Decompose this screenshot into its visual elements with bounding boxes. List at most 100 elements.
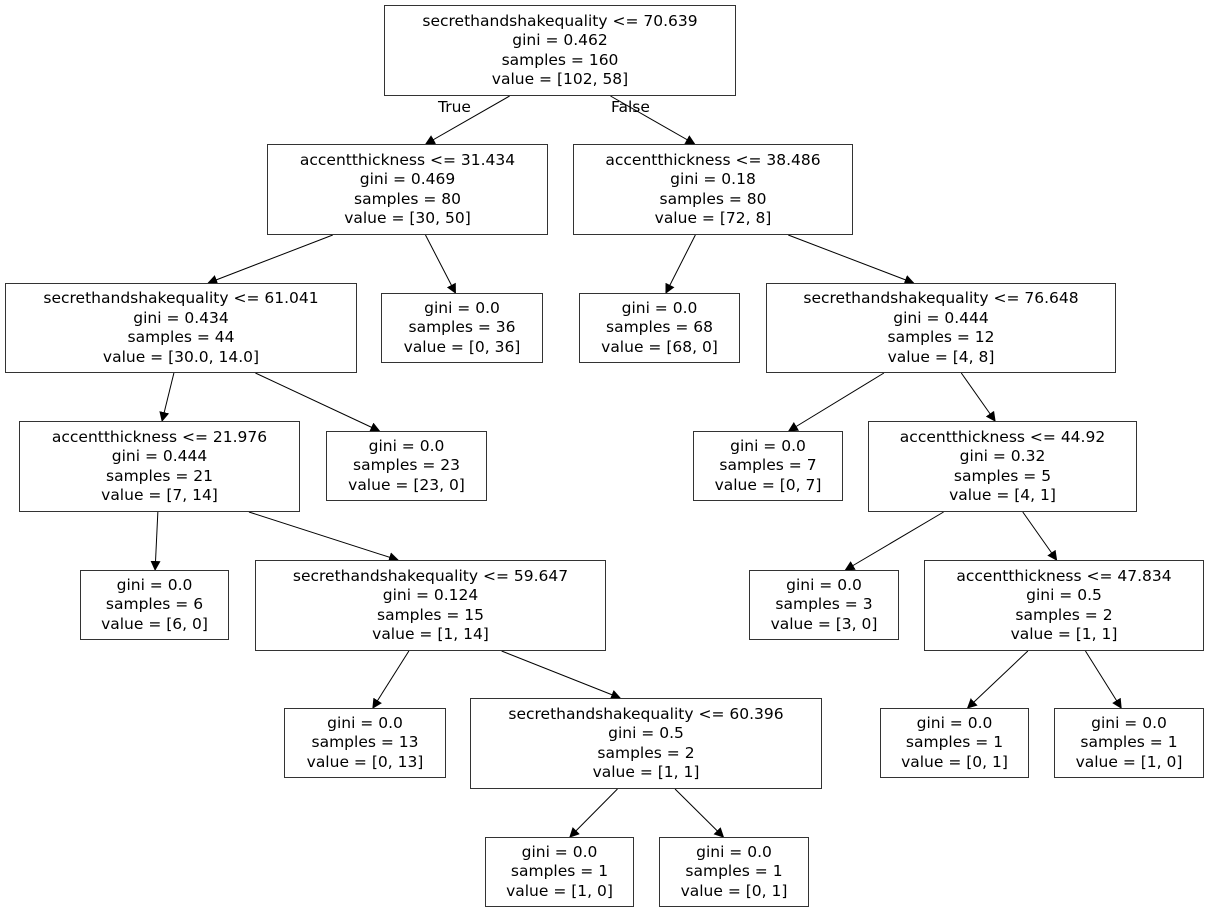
node-line: value = [0, 7] (714, 475, 822, 494)
node-line: gini = 0.469 (359, 170, 456, 188)
node-line: samples = 44 (127, 328, 235, 346)
node-line: value = [0, 1] (680, 881, 788, 900)
node-line: samples = 1 (510, 862, 609, 881)
node-line: samples = 36 (408, 318, 516, 337)
node-line: samples = 1 (1080, 733, 1178, 752)
node-line: samples = 13 (311, 733, 419, 752)
node-line: gini = 0.0 (786, 575, 862, 594)
edge-0-2 (610, 95, 696, 145)
edge-10-13 (844, 511, 944, 571)
edge-12-15 (372, 650, 410, 709)
node-line: secrethandshakequality <= 59.647 (292, 566, 569, 585)
edge-14-17 (966, 650, 1029, 709)
node-line: accentthickness <= 47.834 (956, 566, 1172, 585)
node-line: gini = 0.0 (696, 842, 772, 861)
node-line: value = [4, 1] (949, 486, 1056, 504)
edge-2-6 (788, 234, 915, 285)
node-line: samples = 160 (501, 50, 619, 69)
node-line: samples = 80 (659, 189, 767, 208)
node-line: accentthickness <= 31.434 (299, 150, 516, 169)
edge-3-8 (255, 372, 381, 432)
node-line: value = [6, 0] (101, 614, 208, 633)
node-line: samples = 1 (905, 733, 1004, 752)
node-line: samples = 21 (106, 466, 213, 485)
edge-14-18 (1085, 650, 1122, 709)
node-line: gini = 0.434 (133, 308, 229, 327)
node-line: samples = 6 (105, 595, 204, 614)
node-line: gini = 0.462 (512, 31, 608, 49)
node-line: gini = 0.0 (621, 298, 698, 317)
edge-7-12 (248, 511, 399, 563)
edge-7-11 (150, 511, 161, 571)
node-line: samples = 1 (685, 862, 783, 881)
node-line: samples = 80 (354, 189, 461, 208)
node-line: value = [23, 0] (348, 475, 465, 494)
edge-3-7 (159, 372, 175, 422)
edge-1-3 (207, 234, 333, 285)
node-line: accentthickness <= 38.486 (605, 150, 821, 169)
node-line: accentthickness <= 21.976 (51, 427, 268, 446)
node-line: gini = 0.0 (521, 842, 598, 861)
node-line: gini = 0.32 (959, 447, 1046, 465)
node-line: gini = 0.0 (116, 575, 193, 594)
node-line: samples = 5 (953, 466, 1052, 485)
edge-6-9 (787, 372, 885, 432)
node-line: samples = 7 (719, 456, 817, 475)
node-line: gini = 0.0 (730, 436, 806, 455)
node-line: gini = 0.0 (368, 436, 445, 455)
node-line: value = [30.0, 14.0] (102, 347, 260, 366)
node-line: gini = 0.0 (1091, 713, 1167, 732)
node-line: value = [7, 14] (101, 486, 218, 504)
node-line: samples = 23 (353, 456, 460, 475)
node-line: value = [0, 13] (306, 752, 424, 771)
node-line: secrethandshakequality <= 70.639 (422, 11, 698, 30)
node-line: gini = 0.444 (111, 447, 208, 465)
node-line: samples = 2 (1015, 605, 1113, 624)
edge-6-10 (960, 372, 996, 422)
edge-12-16 (501, 650, 622, 700)
node-line: value = [1, 14] (372, 625, 489, 643)
node-line: samples = 68 (606, 318, 713, 337)
node-line: gini = 0.124 (382, 586, 479, 604)
node-line: value = [1, 0] (506, 881, 613, 900)
edge-0-1 (424, 95, 510, 145)
node-line: samples = 15 (377, 605, 484, 624)
node-line: gini = 0.5 (1026, 586, 1102, 604)
node-line: value = [102, 58] (491, 70, 629, 88)
edge-10-14 (1022, 511, 1058, 561)
node-line: accentthickness <= 44.92 (899, 427, 1106, 446)
node-line: gini = 0.0 (327, 713, 403, 732)
edge-16-20 (674, 788, 725, 838)
node-line: value = [0, 1] (901, 752, 1008, 771)
node-line: value = [68, 0] (601, 337, 718, 356)
node-line: secrethandshakequality <= 61.041 (43, 289, 319, 307)
node-line: value = [1, 0] (1075, 752, 1183, 771)
node-line: value = [30, 50] (344, 209, 471, 227)
node-line: samples = 3 (775, 595, 873, 614)
node-line: value = [1, 1] (1010, 625, 1118, 643)
edge-16-19 (569, 788, 618, 838)
node-line: gini = 0.444 (893, 308, 989, 327)
edge-label-true: True (438, 98, 471, 116)
edge-label-false: False (611, 98, 650, 116)
